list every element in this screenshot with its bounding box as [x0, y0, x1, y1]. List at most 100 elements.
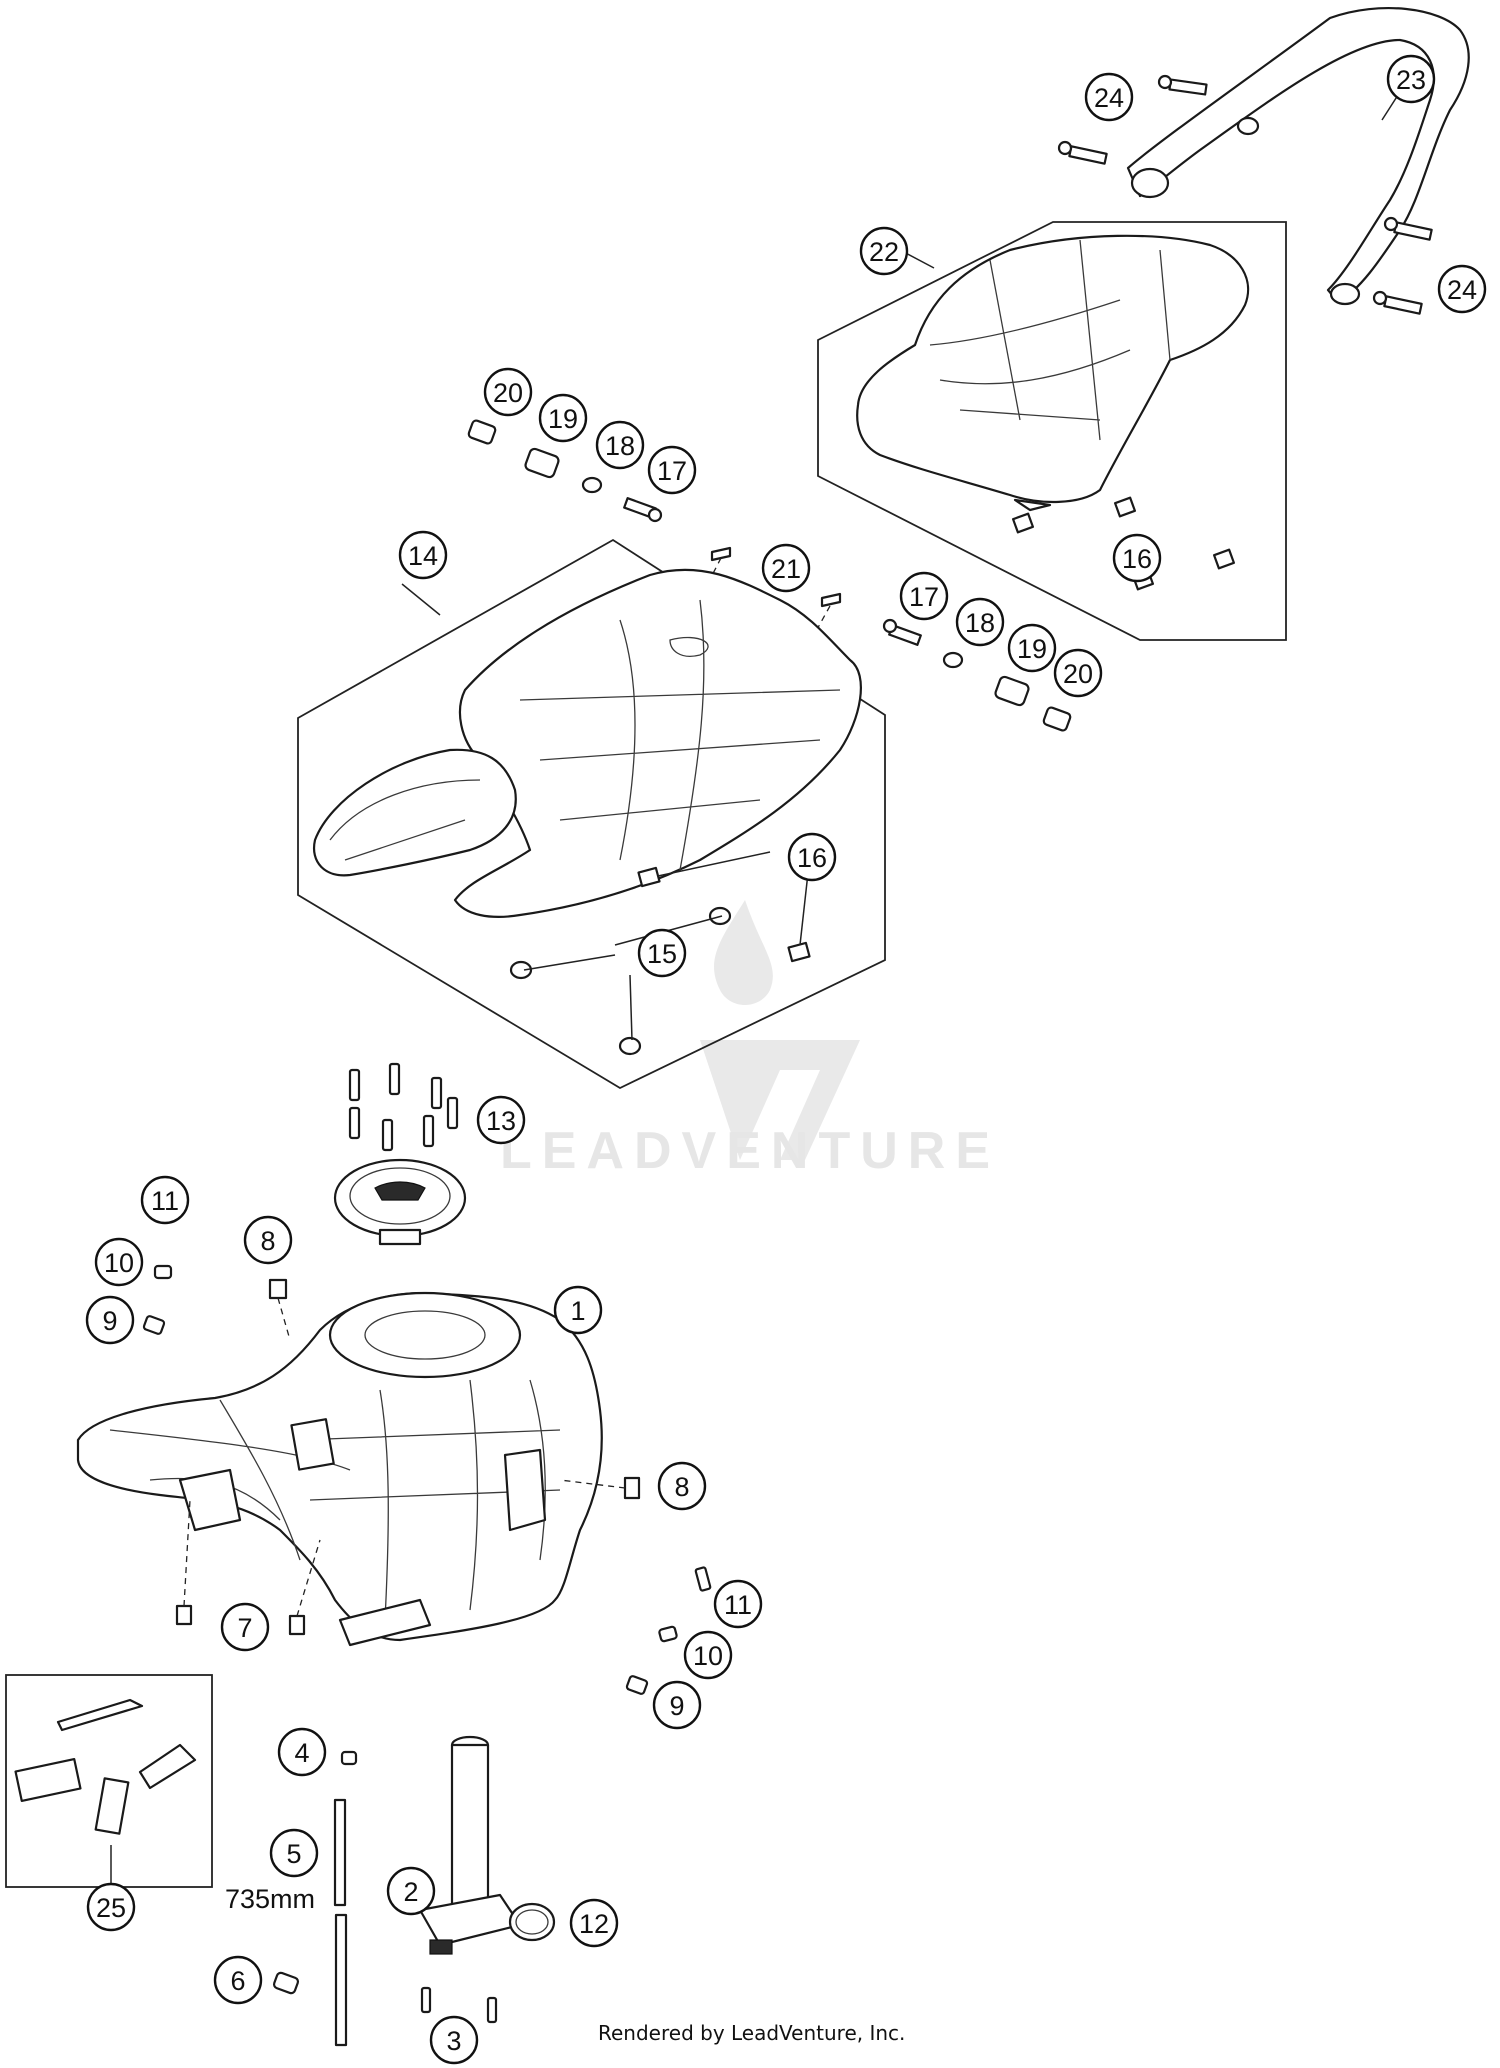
callout-16-rider: 16: [787, 832, 837, 882]
svg-text:17: 17: [909, 582, 939, 612]
callout-4: 4: [277, 1727, 327, 1777]
svg-text:20: 20: [493, 378, 523, 408]
callout-15: 15: [637, 928, 687, 978]
callout-20-left: 20: [483, 367, 533, 417]
svg-text:25: 25: [96, 1893, 126, 1923]
collar-10-left: [153, 1264, 173, 1280]
svg-text:11: 11: [724, 1590, 752, 1620]
callout-17-left: 17: [647, 445, 697, 495]
grommet-15-2: [509, 960, 533, 980]
washer-18-left: [581, 476, 603, 494]
svg-text:22: 22: [869, 237, 899, 267]
callout-6: 6: [213, 1955, 263, 2005]
callout-10-right: 10: [683, 1630, 733, 1680]
bolt-17-right: [882, 618, 922, 646]
grommet-15-3: [618, 1036, 642, 1056]
clip-16-passenger-3: [1212, 548, 1236, 570]
callout-18-left: 18: [595, 420, 645, 470]
svg-text:24: 24: [1447, 275, 1477, 305]
callout-11-right: 11: [713, 1579, 763, 1629]
sticker-kit: [14, 1698, 197, 1835]
svg-text:6: 6: [230, 1966, 245, 1996]
callout-12: 12: [569, 1898, 619, 1948]
callout-20-right: 20: [1053, 648, 1103, 698]
callout-17-right: 17: [899, 571, 949, 621]
svg-text:10: 10: [693, 1641, 723, 1671]
svg-text:9: 9: [102, 1306, 117, 1336]
svg-text:9: 9: [669, 1691, 684, 1721]
svg-text:20: 20: [1063, 659, 1093, 689]
screw-21-b: [799, 592, 842, 661]
bolt-24-right-top: [1383, 216, 1433, 241]
callout-3: 3: [429, 2015, 479, 2065]
bushing-19-right: [994, 675, 1030, 707]
grommet-9-right: [625, 1675, 649, 1695]
callout-10-left: 10: [94, 1237, 144, 1287]
callout-9-right: 9: [652, 1680, 702, 1730]
callout-8-right: 8: [657, 1461, 707, 1511]
callout-7: 7: [220, 1602, 270, 1652]
svg-text:18: 18: [965, 608, 995, 638]
svg-text:8: 8: [674, 1472, 689, 1502]
nut-8-right: [559, 1476, 641, 1500]
svg-text:19: 19: [1017, 634, 1047, 664]
callout-14: 14: [398, 530, 448, 580]
clip-16-rider-2: [787, 941, 811, 963]
svg-text:2: 2: [403, 1877, 418, 1907]
grommet-9-left: [142, 1315, 166, 1335]
svg-text:17: 17: [657, 456, 687, 486]
callout-5: 5: [269, 1828, 319, 1878]
washer-18-right: [942, 651, 964, 669]
svg-text:7: 7: [237, 1613, 252, 1643]
clip-16-passenger-2: [1011, 512, 1035, 534]
clip-16-passenger-1: [1113, 496, 1137, 518]
render-credit: Rendered by LeadVenture, Inc.: [598, 2021, 905, 2045]
bushing-19-left: [524, 447, 560, 479]
spacer-20-left: [467, 419, 497, 445]
callout-24-top: 24: [1084, 72, 1134, 122]
screws-13: [348, 1062, 459, 1152]
svg-text:16: 16: [1122, 544, 1152, 574]
hose-clamp-6: [272, 1971, 300, 1995]
svg-text:24: 24: [1094, 83, 1124, 113]
spacer-20-right: [1042, 706, 1072, 732]
svg-text:21: 21: [771, 554, 801, 584]
watermark-logo: LEADVENTURE: [500, 900, 990, 1180]
callout-21: 21: [761, 543, 811, 593]
collar-10-right: [658, 1625, 678, 1643]
bolt-17-left: [623, 497, 663, 523]
nut-7-right: [288, 1539, 321, 1636]
svg-text:23: 23: [1396, 65, 1426, 95]
bolt-11-right: [694, 1566, 712, 1592]
grab-handle: [1126, 7, 1470, 306]
svg-text:8: 8: [260, 1226, 275, 1256]
callout-18-right: 18: [955, 597, 1005, 647]
callout-23: 23: [1386, 54, 1436, 104]
seat-rider-group-box: [297, 538, 886, 1090]
bolt-24-right-bottom: [1372, 290, 1423, 315]
clamp-4: [340, 1750, 358, 1766]
callout-13: 13: [476, 1095, 526, 1145]
callout-11-left: 11: [140, 1175, 190, 1225]
svg-text:18: 18: [605, 431, 635, 461]
callout-19-left: 19: [538, 393, 588, 443]
hose-5-lower: [334, 1913, 348, 2047]
fuel-pump-2: [418, 1735, 522, 1955]
callout-19-right: 19: [1007, 623, 1057, 673]
nut-8-top: [268, 1278, 291, 1341]
callout-8-top: 8: [243, 1215, 293, 1265]
svg-text:10: 10: [104, 1248, 134, 1278]
hose-length-label: 735mm: [225, 1884, 315, 1914]
svg-text:11: 11: [151, 1186, 179, 1216]
callout-9-left: 9: [85, 1295, 135, 1345]
bolt-24-left-bottom: [1057, 140, 1108, 165]
nut-7-left: [175, 1499, 193, 1626]
svg-text:3: 3: [446, 2026, 461, 2056]
fuel-cap: [333, 1158, 467, 1246]
screws-3: [420, 1986, 498, 2024]
callout-25: 25: [86, 1882, 136, 1932]
hose-5-upper: [333, 1798, 347, 1907]
bolt-24-left-top: [1157, 74, 1208, 96]
svg-text:16: 16: [797, 843, 827, 873]
